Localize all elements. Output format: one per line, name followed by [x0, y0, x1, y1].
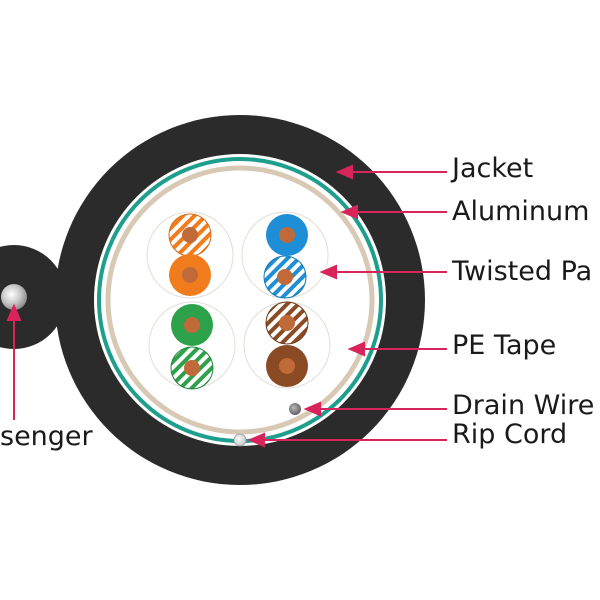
label-pe-tape: PE Tape: [452, 330, 556, 361]
label-drain-wire: Drain Wire: [452, 390, 594, 421]
pair-brown: [243, 301, 331, 389]
leader-drain-wire: [303, 401, 447, 417]
label-jacket: Jacket: [450, 153, 533, 184]
leader-pe-tape: [347, 341, 447, 357]
leader-jacket: [335, 164, 447, 180]
pair-orange: [146, 211, 234, 299]
cable-body: [55, 115, 425, 485]
pair-green-solid-core: [184, 317, 200, 333]
label-twisted-pair: Twisted Pa: [451, 256, 592, 287]
leader-messenger: [6, 303, 22, 420]
pair-blue-solid-core: [279, 227, 295, 243]
rip-cord: [233, 433, 247, 447]
messenger-jacket: [0, 245, 66, 349]
pair-green-striped-core: [184, 360, 200, 376]
pair-green: [148, 301, 236, 390]
pair-brown-solid-core: [279, 358, 295, 374]
label-rip-cord: Rip Cord: [452, 419, 567, 450]
inner-core: [94, 154, 386, 446]
messenger-wire: [1, 284, 27, 310]
leader-twisted-pair: [319, 264, 447, 280]
pair-orange-striped-core: [182, 227, 198, 243]
twisted-pairs: [146, 211, 331, 390]
pair-blue-striped-core: [277, 269, 293, 285]
leader-lines: [6, 164, 447, 448]
pair-brown-striped-core: [279, 315, 295, 331]
pair-blue: [241, 211, 329, 299]
pe-tape-ring: [105, 165, 375, 435]
label-messenger: senger: [0, 421, 94, 452]
drain-wire: [289, 403, 301, 415]
pair-orange-boundary: [146, 211, 234, 299]
leader-aluminum: [340, 204, 447, 220]
labels: Jacket Aluminum Twisted Pa PE Tape Drain…: [0, 153, 594, 452]
leader-rip-cord: [247, 432, 447, 448]
pair-orange-solid-core: [182, 267, 198, 283]
label-aluminum: Aluminum: [452, 196, 589, 227]
